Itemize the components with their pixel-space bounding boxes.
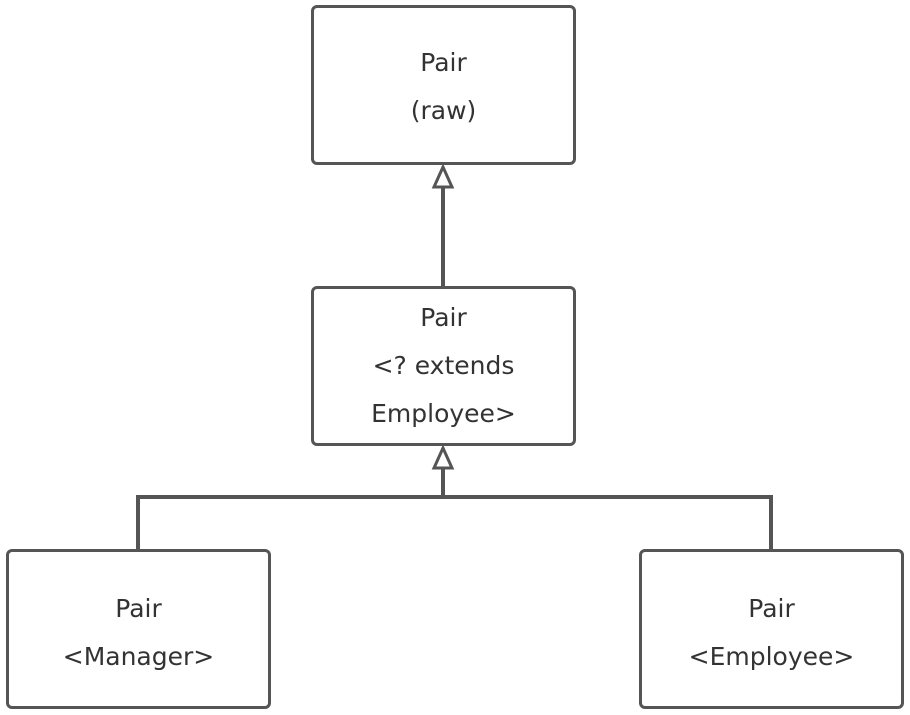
inheritance-arrowhead-raw bbox=[431, 163, 455, 189]
node-pair-raw: Pair (raw) bbox=[311, 5, 576, 165]
node-wildcard-line-1: Pair bbox=[420, 303, 467, 332]
edge-employee-to-wildcard bbox=[443, 495, 773, 550]
node-manager-line-2: <Manager> bbox=[62, 642, 215, 671]
node-manager-line-1: Pair bbox=[115, 594, 162, 623]
node-raw-line-1: Pair bbox=[420, 48, 467, 77]
node-wildcard-line-2: <? extends bbox=[372, 351, 515, 380]
edge-manager-to-wildcard bbox=[136, 495, 443, 550]
node-pair-manager: Pair <Manager> bbox=[6, 549, 271, 709]
node-employee-line-2: <Employee> bbox=[688, 642, 855, 671]
node-pair-wildcard-extends-employee: Pair <? extends Employee> bbox=[311, 286, 576, 446]
node-pair-employee: Pair <Employee> bbox=[639, 549, 904, 709]
node-employee-line-1: Pair bbox=[748, 594, 795, 623]
node-wildcard-line-3: Employee> bbox=[371, 399, 516, 428]
inheritance-arrowhead-wildcard bbox=[431, 444, 455, 470]
node-raw-line-2: (raw) bbox=[410, 96, 477, 125]
